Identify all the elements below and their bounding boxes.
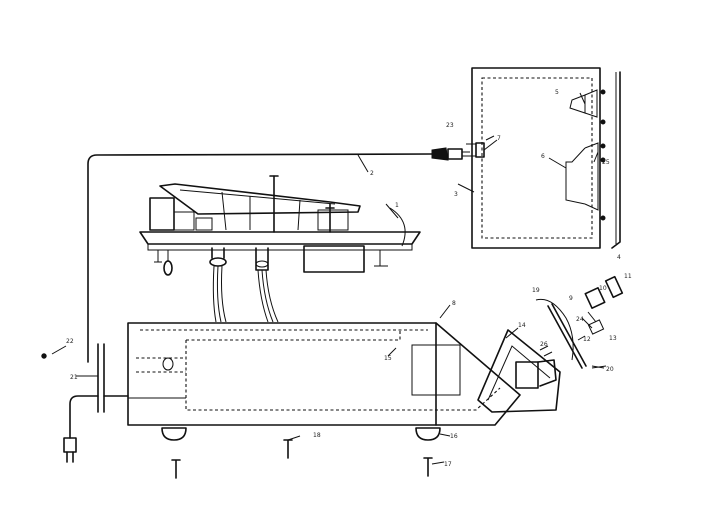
callout-2: 2 <box>370 170 374 177</box>
callout-16: 16 <box>450 433 458 440</box>
callout-12: 12 <box>583 336 591 343</box>
callout-19: 19 <box>532 287 540 294</box>
callout-26: 26 <box>540 341 548 348</box>
callout-5: 5 <box>555 89 559 96</box>
callout-11: 11 <box>624 273 632 280</box>
callout-18: 18 <box>313 432 321 439</box>
callout-8: 8 <box>452 300 456 307</box>
callout-17: 17 <box>444 461 452 468</box>
leader-lines <box>51 92 605 465</box>
main-cabinet <box>97 322 521 479</box>
callout-21: 21 <box>70 374 78 381</box>
speaker-cable <box>87 147 470 363</box>
record-changer <box>139 175 421 276</box>
callout-1: 1 <box>395 202 399 209</box>
callout-14: 14 <box>518 322 526 329</box>
callout-25: 25 <box>602 159 610 166</box>
callout-20: 20 <box>606 366 614 373</box>
callout-23: 23 <box>446 122 454 129</box>
callout-10: 10 <box>599 285 607 292</box>
power-cord <box>41 353 99 463</box>
callout-3: 3 <box>454 191 458 198</box>
speaker-enclosure <box>466 67 621 249</box>
callout-24: 24 <box>576 316 584 323</box>
callout-15: 15 <box>384 355 392 362</box>
callout-labels: 1 2 3 4 5 6 7 8 9 10 11 12 13 14 15 16 1… <box>66 89 632 468</box>
callout-13: 13 <box>609 335 617 342</box>
wire-bundles <box>212 265 279 323</box>
callout-22: 22 <box>66 338 74 345</box>
callout-7: 7 <box>497 135 501 142</box>
callout-9: 9 <box>569 295 573 302</box>
callout-4: 4 <box>617 254 621 261</box>
callout-6: 6 <box>541 153 545 160</box>
control-panel-assembly <box>477 275 624 413</box>
